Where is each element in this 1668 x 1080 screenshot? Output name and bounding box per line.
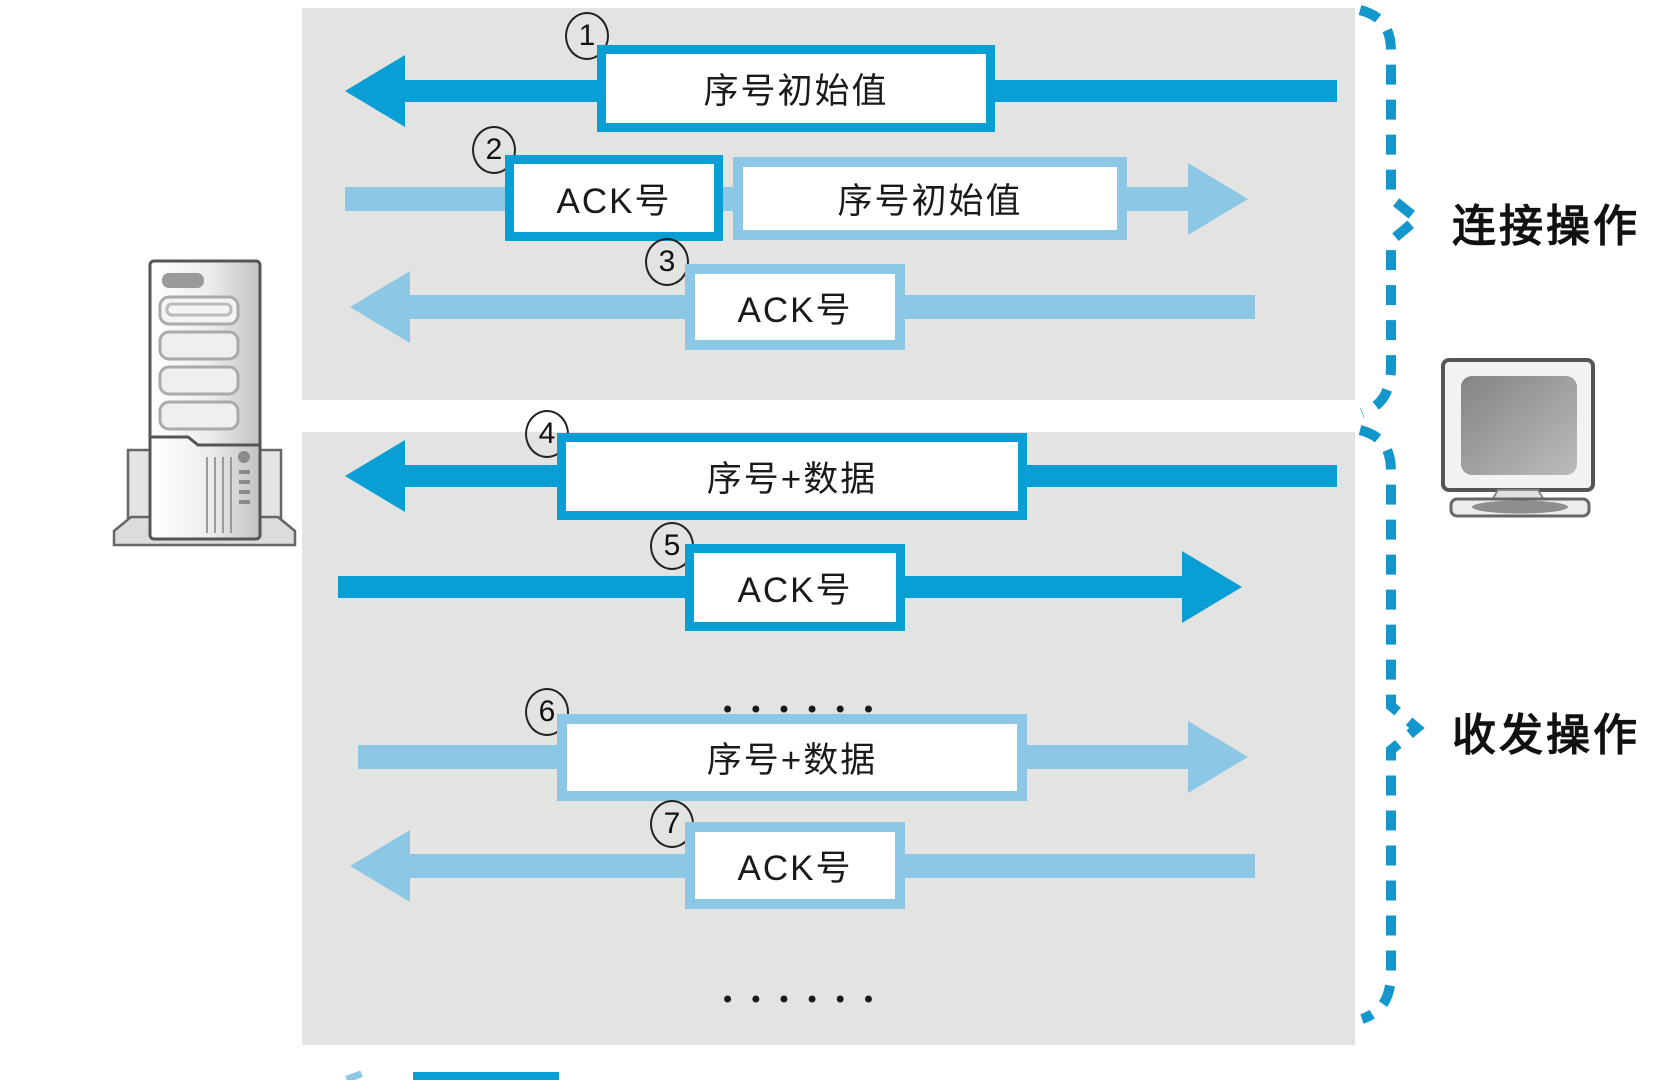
server-tower-icon bbox=[112, 259, 297, 547]
legend-light-mark-partial bbox=[345, 1070, 363, 1080]
message-box-ack-5: ACK号 bbox=[685, 544, 905, 631]
step-number-2: 2 bbox=[472, 126, 516, 174]
message-label: ACK号 bbox=[737, 290, 853, 330]
connection-phase-label: 连接操作 bbox=[1452, 202, 1640, 251]
message-box-ack-3: ACK号 bbox=[685, 264, 905, 350]
step-number-3: 3 bbox=[645, 238, 689, 286]
message-label: 序号初始值 bbox=[837, 182, 1023, 221]
message-label: ACK号 bbox=[737, 571, 853, 610]
message-box-seq-initial-1: 序号初始值 bbox=[597, 45, 995, 132]
message-box-seq-data-6: 序号+数据 bbox=[557, 714, 1027, 801]
message-box-ack-7: ACK号 bbox=[685, 822, 905, 909]
desktop-monitor-icon bbox=[1441, 358, 1595, 518]
message-label: ACK号 bbox=[737, 849, 853, 888]
legend-swatch-partial bbox=[413, 1072, 559, 1080]
message-label: ACK号 bbox=[556, 181, 672, 221]
connection-bracket-path bbox=[1358, 5, 1425, 418]
message-box-ack-2: ACK号 bbox=[505, 155, 723, 241]
message-label: 序号+数据 bbox=[706, 741, 878, 780]
message-label: 序号+数据 bbox=[706, 460, 878, 499]
transfer-bracket-path bbox=[1358, 425, 1425, 1024]
step-number-1: 1 bbox=[565, 12, 609, 60]
ellipsis-continuation-bottom: •••••• bbox=[720, 986, 890, 1014]
message-box-seq-data-4: 序号+数据 bbox=[557, 433, 1027, 520]
step-number-6: 6 bbox=[525, 688, 569, 736]
message-label: 序号初始值 bbox=[703, 72, 889, 111]
transfer-phase-label: 收发操作 bbox=[1452, 711, 1640, 760]
message-box-seq-initial-2: 序号初始值 bbox=[733, 157, 1127, 240]
